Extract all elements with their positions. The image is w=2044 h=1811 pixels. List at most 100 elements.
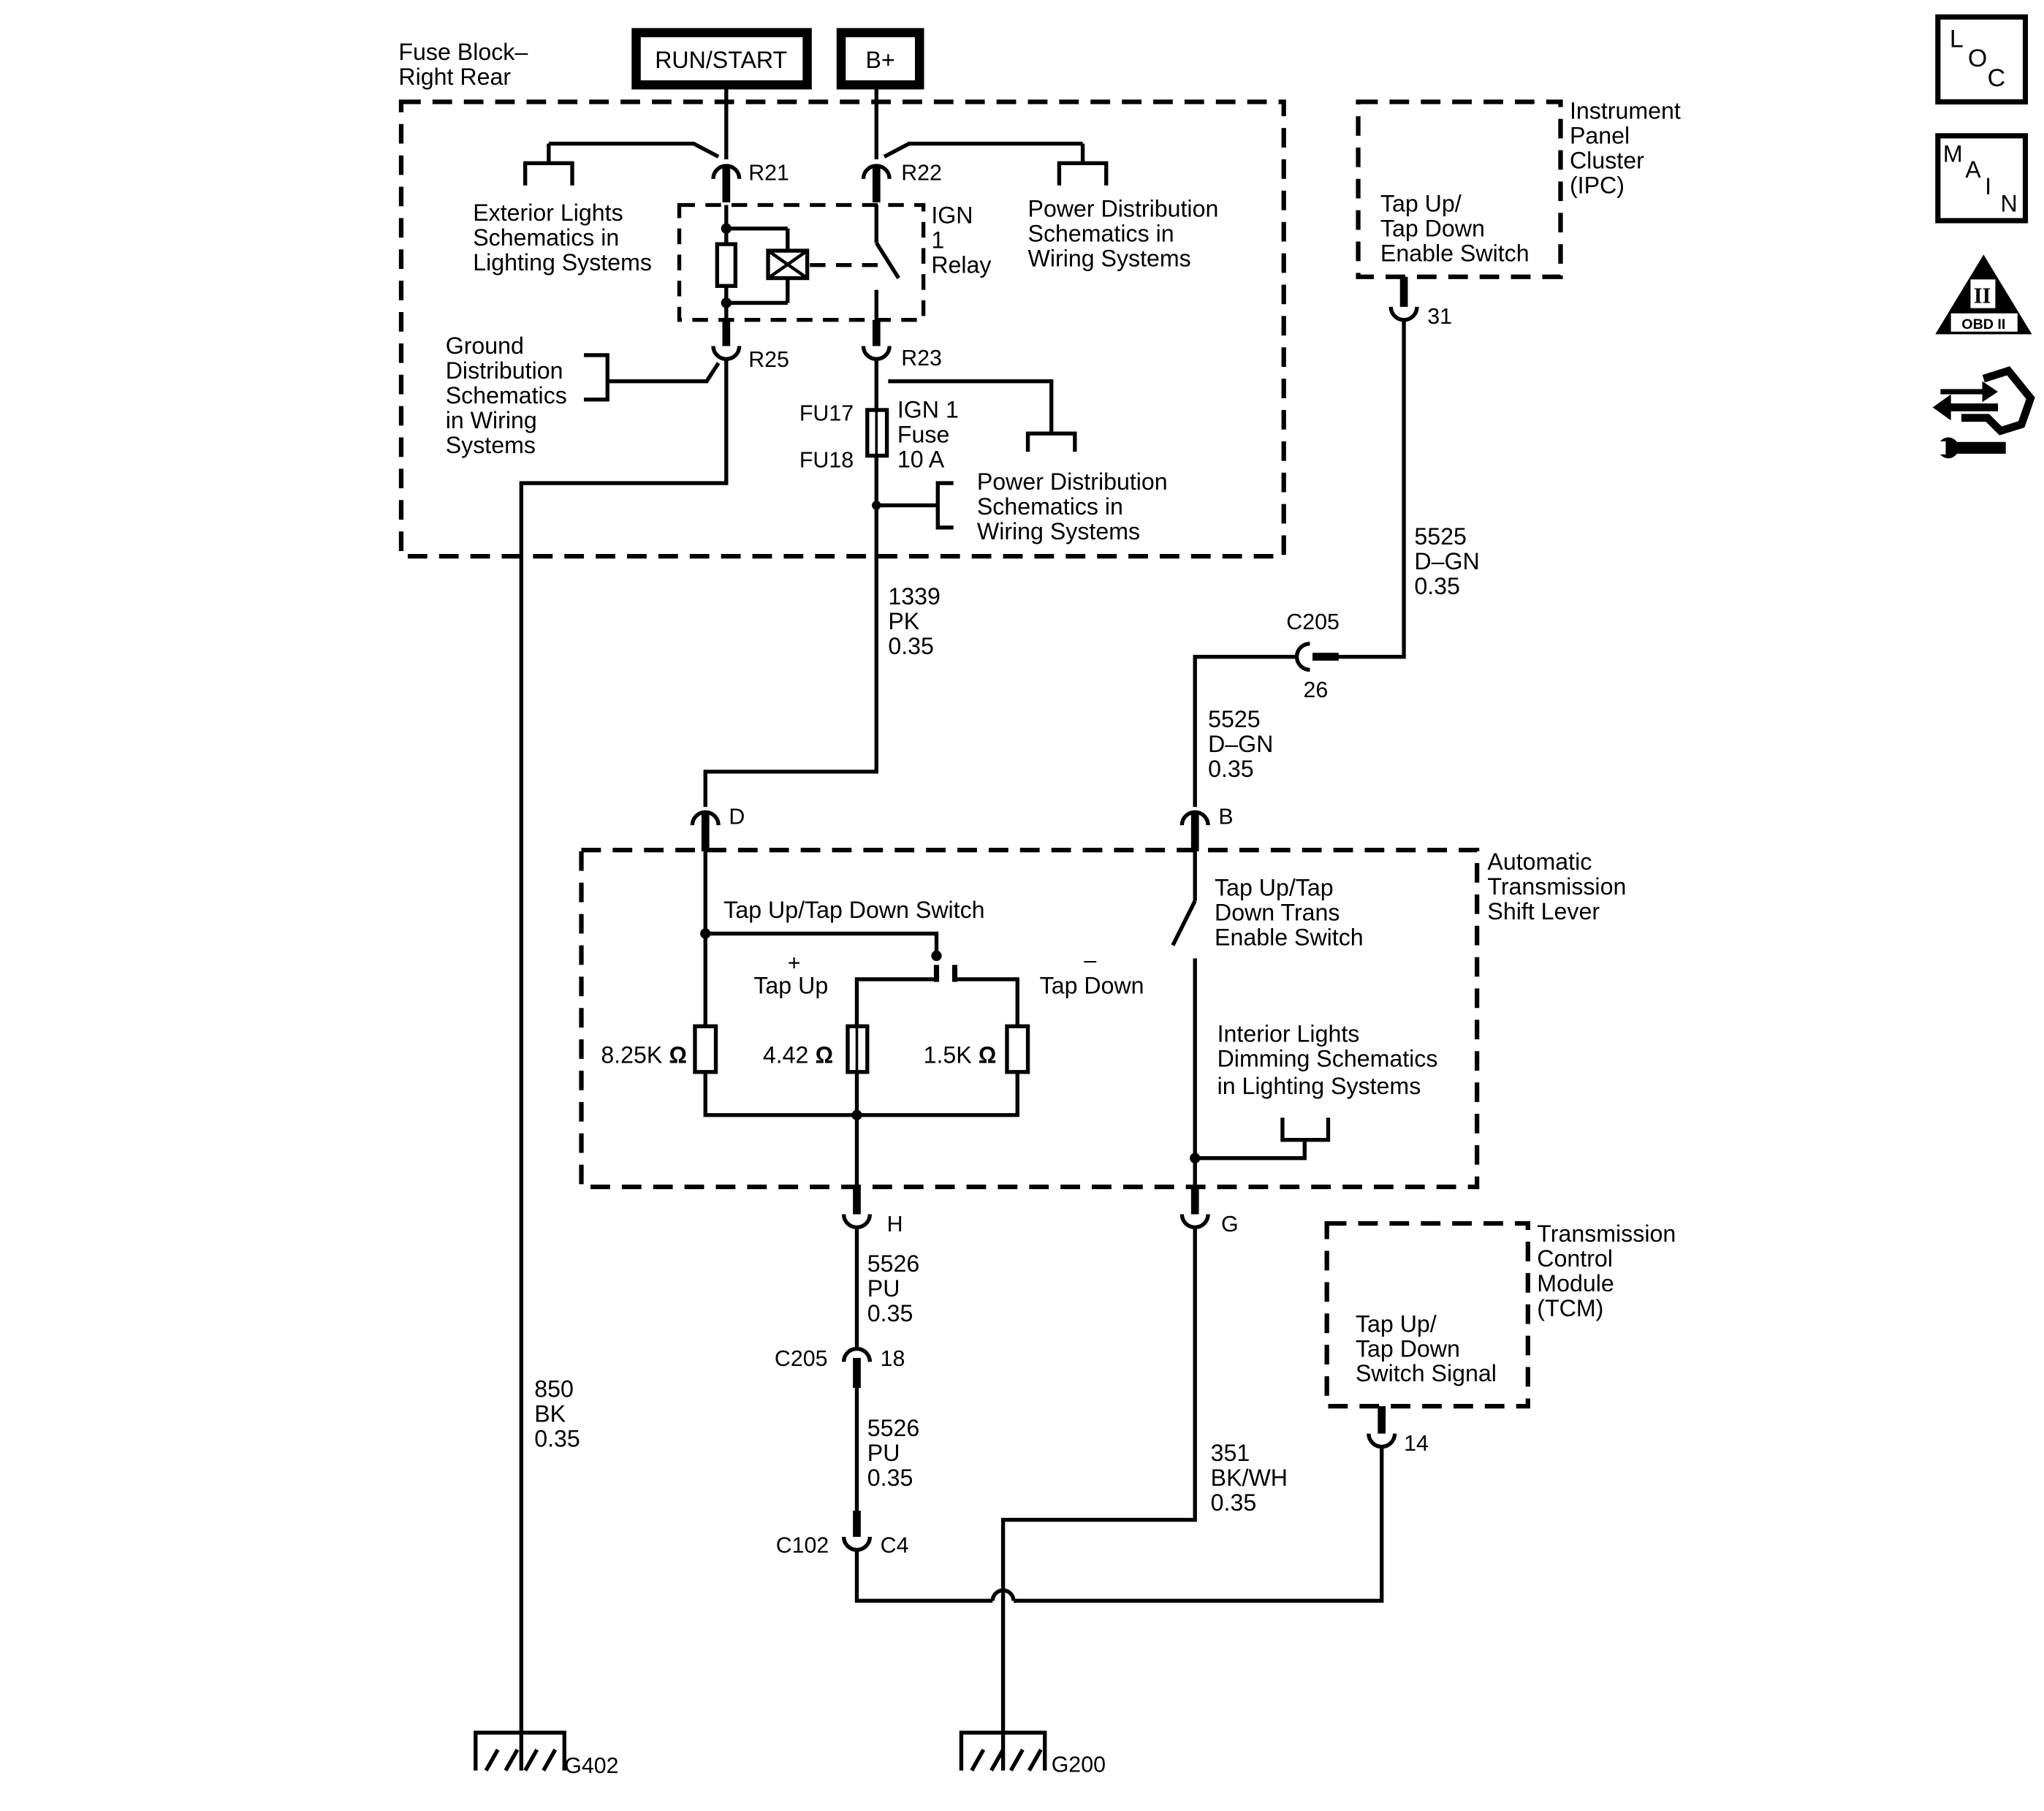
wire-text: 5525: [1414, 523, 1467, 550]
wire-text: PU: [867, 1275, 900, 1302]
tcm-switch-signal: Tap Up/ Tap Down Switch Signal: [1356, 1310, 1497, 1386]
pin-label: 26: [1304, 678, 1329, 702]
ipc-component-text: Tap Up/: [1380, 190, 1462, 216]
resistor-1-5k: 1.5K Ω: [924, 1024, 1030, 1074]
ground-label: G402: [564, 1754, 618, 1778]
wire-5526-upper-label: 5526 PU 0.35: [867, 1250, 920, 1326]
trans-enable-switch-label: Tap Up/Tap Down Trans Enable Switch: [1215, 875, 1364, 951]
main-a: A: [1965, 156, 1981, 183]
connector-r23: R23: [861, 319, 942, 371]
pin-label: H: [887, 1212, 903, 1237]
obd-label: OBD II: [1961, 316, 2005, 333]
wire-text: PK: [888, 608, 919, 634]
shift-lever-title: Automatic Transmission Shift Lever: [1487, 848, 1626, 925]
pin-label: R21: [748, 162, 789, 186]
ipc-title-text: Cluster: [1570, 147, 1644, 173]
connector-c205-18: C205 18: [775, 1347, 905, 1389]
pin-label: 18: [881, 1347, 905, 1371]
tcm-title-text: (TCM): [1537, 1295, 1603, 1321]
diagnostic-flow-icon[interactable]: [1932, 366, 2035, 459]
pin-label: 14: [1404, 1432, 1429, 1456]
wire-text: PU: [867, 1440, 900, 1466]
connector-label: C205: [1286, 610, 1340, 634]
pin-label: R22: [901, 162, 942, 186]
resistor-value: 8.25K: [601, 1041, 663, 1068]
fuse-terminal: FU18: [799, 449, 854, 473]
ref-text: Ground: [446, 333, 524, 359]
ohm-symbol: Ω: [979, 1041, 997, 1068]
enable-text: Enable Switch: [1215, 924, 1364, 950]
ipc-enable-switch: Tap Up/ Tap Down Enable Switch: [1380, 190, 1530, 266]
ref-text: Distribution: [446, 357, 563, 384]
ref-text: Schematics in: [1028, 221, 1174, 247]
connector-14: 14: [1367, 1406, 1429, 1456]
loc-l: L: [1950, 25, 1964, 53]
connector-r22: R22: [861, 162, 942, 202]
fuse-block-title: Fuse Block–: [398, 39, 528, 65]
run-start-text: RUN/START: [655, 47, 787, 73]
ref-text: Power Distribution: [1028, 196, 1219, 222]
pin-label: R23: [901, 346, 942, 371]
fuse-block-boundary: [398, 99, 1286, 559]
connector-d: D: [690, 805, 745, 851]
fuse-label: IGN 1: [897, 397, 959, 423]
tcm-signal-text: Tap Up/: [1356, 1310, 1437, 1337]
connector-r21: R21: [711, 162, 789, 202]
connector-h: H: [841, 1185, 903, 1237]
shift-lever-title-text: Shift Lever: [1487, 898, 1600, 925]
wire-text: BK/WH: [1211, 1465, 1288, 1491]
power-distribution-top-reference: Power Distribution Schematics in Wiring …: [1028, 196, 1219, 272]
enable-text: Tap Up/Tap: [1215, 875, 1334, 901]
exterior-lights-reference: Exterior Lights Schematics in Lighting S…: [473, 200, 652, 276]
connector-label: C205: [775, 1347, 828, 1371]
obd-ii-button[interactable]: II OBD II: [1935, 254, 2032, 335]
resistor-4-42: 4.42 Ω: [763, 1024, 870, 1074]
tcm-title-text: Module: [1537, 1270, 1614, 1296]
battery-power-label: B+: [836, 28, 924, 90]
loc-button[interactable]: L O C: [1935, 14, 2029, 105]
shift-lever-boundary: [579, 847, 1480, 1190]
wire-5525-upper-label: 5525 D–GN 0.35: [1414, 523, 1479, 599]
ref-text: Schematics: [446, 382, 567, 409]
pin-label: 31: [1427, 305, 1452, 329]
ipc-boundary: [1356, 99, 1563, 279]
main-button[interactable]: M A I N: [1935, 133, 2029, 224]
tcm-boundary: [1324, 1220, 1530, 1409]
pin-label: D: [729, 805, 745, 829]
ign1-relay: IGN 1 Relay: [715, 202, 992, 320]
pin-label: B: [1218, 805, 1233, 829]
wire-text: 0.35: [1414, 573, 1460, 599]
connector-c205-26: C205 26: [1286, 610, 1340, 702]
ref-text: Interior Lights: [1217, 1021, 1360, 1047]
connector-31: 31: [1388, 276, 1452, 329]
tap-down-sign: –: [1084, 949, 1096, 973]
ohm-symbol: Ω: [815, 1041, 833, 1068]
obd-roman: II: [1974, 283, 1991, 308]
loc-o: O: [1968, 45, 1987, 72]
tap-down-label: Tap Down: [1040, 973, 1144, 999]
loc-c: C: [1988, 64, 2006, 92]
ground-distribution-reference: Ground Distribution Schematics in Wiring…: [446, 333, 567, 458]
ipc-component-text: Enable Switch: [1380, 240, 1530, 266]
wire-351-label: 351 BK/WH 0.35: [1211, 1440, 1288, 1516]
wire-text: 0.35: [1211, 1489, 1257, 1516]
ipc-title-text: Instrument: [1570, 98, 1681, 124]
tap-switch-title: Tap Up/Tap Down Switch: [723, 897, 984, 923]
relay-label: Relay: [931, 251, 991, 278]
wire-text: D–GN: [1414, 548, 1479, 574]
tap-up-sign: +: [788, 951, 801, 975]
enable-text: Down Trans: [1215, 900, 1340, 926]
power-distribution-mid-reference: Power Distribution Schematics in Wiring …: [977, 468, 1168, 544]
tcm-title: Transmission Control Module (TCM): [1537, 1220, 1676, 1321]
wire-text: 0.35: [867, 1465, 913, 1491]
ref-text: in Lighting Systems: [1217, 1073, 1421, 1099]
ipc-component-text: Tap Down: [1380, 215, 1485, 241]
interior-lights-reference: Interior Lights Dimming Schematics in Li…: [1217, 1021, 1438, 1099]
shift-lever-title-text: Transmission: [1487, 873, 1626, 900]
relay-label: IGN: [931, 202, 973, 229]
wire-1339-label: 1339 PK 0.35: [888, 583, 941, 659]
fuse-block-subtitle: Right Rear: [398, 64, 511, 90]
ipc-title: Instrument Panel Cluster (IPC): [1570, 98, 1681, 199]
wire-text: 0.35: [534, 1426, 580, 1452]
